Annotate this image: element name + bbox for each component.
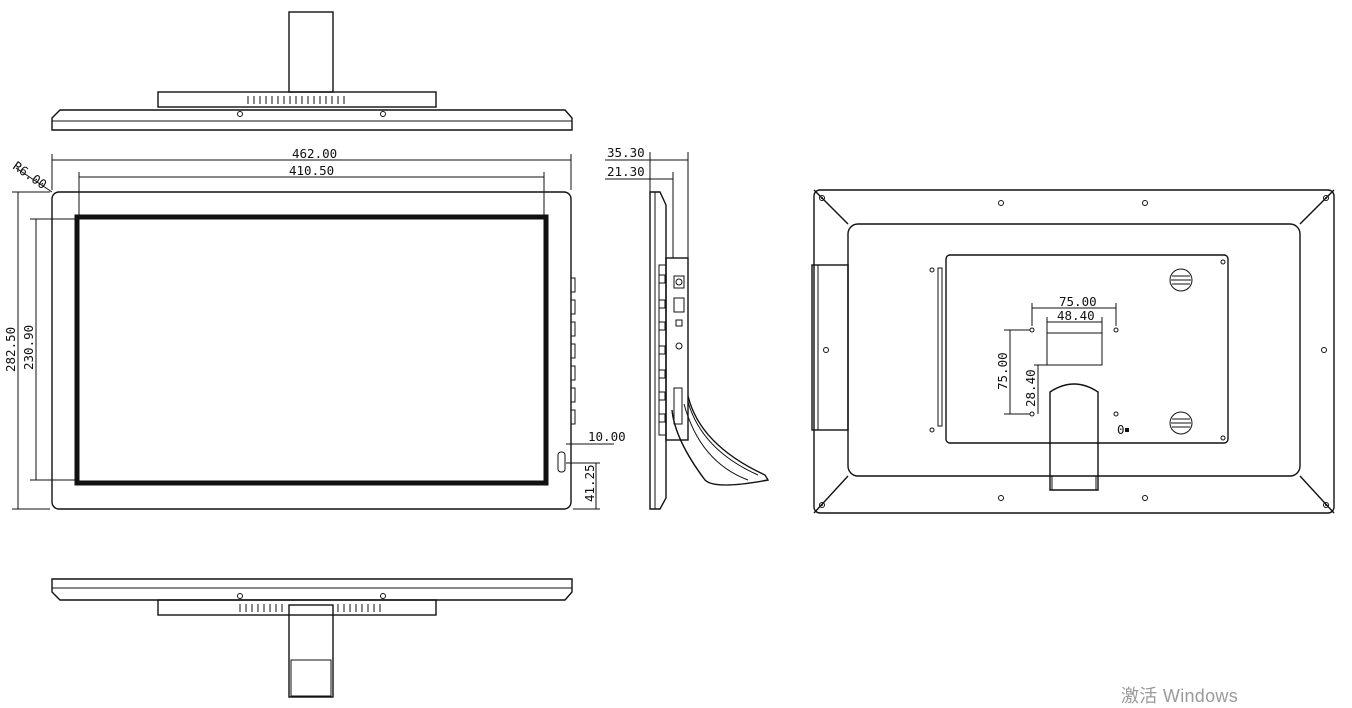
dim-screen-height: 230.90: [21, 325, 36, 370]
side-ports: [658, 274, 685, 425]
front-view: [51, 191, 576, 510]
dim-overall-height: 282.50: [3, 327, 18, 372]
dim-corner-radius: R6.00: [10, 158, 49, 192]
back-dimensions: 75.00 48.40 75.00 28.40: [995, 294, 1117, 415]
bottom-view: [51, 578, 573, 698]
back-view: 0: [811, 189, 1335, 514]
windows-activation-watermark: 激活 Windows: [1121, 686, 1239, 706]
dim-vesa-inner-v: 28.40: [1023, 369, 1038, 407]
bottom-vent-slots: [239, 604, 381, 612]
dim-button-offset: 10.00: [588, 429, 626, 444]
side-view: [649, 191, 770, 510]
side-dimensions: 35.30 21.30: [605, 145, 689, 258]
dim-vesa-outer-v: 75.00: [995, 352, 1010, 390]
dim-screen-width: 410.50: [289, 163, 334, 178]
speaker-grille: [1169, 268, 1193, 435]
dim-depth-total: 35.30: [607, 145, 645, 160]
top-view: [51, 11, 573, 131]
top-vent-slots: [247, 96, 345, 104]
dim-button-height: 41.25: [582, 464, 597, 502]
dim-depth-body: 21.30: [607, 164, 645, 179]
dim-vesa-inner-h: 48.40: [1057, 308, 1095, 323]
front-dimensions: 462.00 410.50 R6.00 282.50 230.90 10.00 …: [3, 146, 626, 510]
dim-vesa-outer-h: 75.00: [1059, 294, 1097, 309]
back-screw-holes: [819, 195, 1329, 508]
svg-text:0: 0: [1117, 422, 1125, 437]
side-buttons: [570, 277, 576, 425]
dim-overall-width: 462.00: [292, 146, 337, 161]
